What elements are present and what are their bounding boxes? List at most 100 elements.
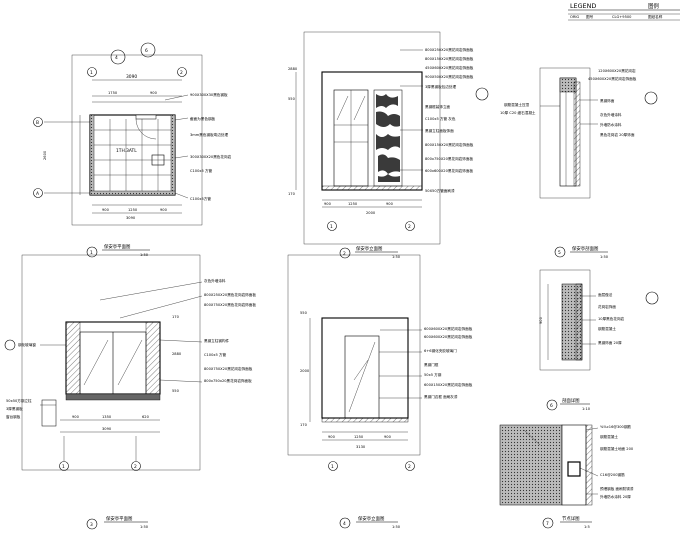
svg-text:3厚黑钢板包边处理: 3厚黑钢板包边处理 — [425, 84, 456, 89]
svg-text:C16@200钢筋: C16@200钢筋 — [600, 472, 625, 477]
notes-view-5: 120X600X20黑花岗岩 450X600X20黑花岗岩饰面板 钢筋混凝土压顶… — [500, 68, 637, 137]
svg-text:黑钢门边框 面刷灰漆: 黑钢门边框 面刷灰漆 — [424, 394, 458, 399]
svg-text:900: 900 — [324, 202, 332, 206]
svg-text:5: 5 — [558, 250, 561, 256]
legend-cell: CLG+9500 — [612, 15, 632, 19]
view-1-title: 保安亭平面图 — [104, 243, 131, 250]
svg-text:900: 900 — [102, 208, 110, 212]
svg-text:A: A — [36, 191, 39, 197]
svg-text:钢筋混凝土: 钢筋混凝土 — [600, 434, 618, 439]
svg-text:黑钢饰面 20厚: 黑钢饰面 20厚 — [598, 340, 622, 345]
svg-text:900: 900 — [160, 208, 168, 212]
legend-cell: 图号 — [586, 14, 594, 19]
view-3-title: 保安亭平面图 — [106, 515, 133, 522]
view-2-title: 保安亭立面图 — [356, 245, 383, 252]
svg-text:灰色外墙涂料: 灰色外墙涂料 — [204, 278, 226, 283]
svg-text:3mm黑色钢板弯边处理: 3mm黑色钢板弯边处理 — [190, 132, 228, 137]
view-4-elevation: 550 2000 170 900 1250 900 3130 1 2 600X6… — [287, 254, 473, 529]
view-5-title: 保安亭剖面图 — [572, 245, 599, 252]
svg-text:1250: 1250 — [348, 202, 358, 206]
svg-text:花岗岩饰面: 花岗岩饰面 — [598, 304, 616, 309]
svg-text:50x5 方钢: 50x5 方钢 — [424, 372, 442, 377]
svg-text:C100x5 方管: C100x5 方管 — [190, 168, 213, 173]
svg-text:2600: 2600 — [43, 150, 47, 160]
svg-text:170: 170 — [172, 315, 180, 319]
svg-text:10厚黑色花岗岩: 10厚黑色花岗岩 — [598, 316, 625, 321]
legend-cell: 图纸名称 — [648, 14, 663, 19]
view-3-plan: 900 1350 620 3090 1 2 钢化玻璃窗 50x50方钢立柱 3厚… — [4, 254, 256, 530]
notes-view-3: 灰色外墙涂料 800X250X20黑色花岗岩饰面板 800X750X20黑色花岗… — [99, 278, 256, 383]
notes-view-6: 面层做法 花岗岩饰面 10厚黑色花岗岩 钢筋混凝土 黑钢饰面 20厚 — [582, 292, 625, 345]
view-7-title: 节点详图 — [562, 515, 580, 522]
svg-text:600X150X20黑花岗岩饰面板: 600X150X20黑花岗岩饰面板 — [424, 382, 473, 387]
svg-text:800X250X20黑色花岗岩饰面板: 800X250X20黑色花岗岩饰面板 — [204, 292, 256, 297]
svg-text:900: 900 — [150, 91, 158, 95]
svg-text:600X600X20黑花岗岩饰面板: 600X600X20黑花岗岩饰面板 — [424, 334, 473, 339]
notes-view-1: 900X300X30黑色钢板 截面为黑色钢板 3mm黑色钢板弯边处理 300X3… — [164, 92, 232, 201]
svg-text:3090: 3090 — [126, 216, 136, 220]
view-6-title: 剖面详图 — [562, 397, 580, 404]
svg-text:截面为黑色钢板: 截面为黑色钢板 — [190, 116, 216, 121]
svg-text:C100x5 方管: C100x5 方管 — [204, 352, 227, 357]
legend-title: LEGEND — [570, 2, 596, 10]
legend-subtitle: 图例 — [648, 2, 659, 10]
svg-text:2: 2 — [180, 70, 183, 76]
svg-text:120X600X20黑花岗岩: 120X600X20黑花岗岩 — [598, 68, 636, 73]
svg-text:1250: 1250 — [354, 435, 364, 439]
svg-text:C100x5 方管 灰色: C100x5 方管 灰色 — [425, 116, 456, 121]
svg-text:C100x5方管: C100x5方管 — [190, 196, 211, 201]
svg-text:6: 6 — [145, 48, 148, 54]
notes-view-7: %%c16@300钢筋 钢筋混凝土 钢筋混凝土地面 200 C16@200钢筋 … — [579, 424, 634, 499]
svg-text:1350: 1350 — [102, 415, 112, 419]
svg-text:预埋钢板 面刷防锈漆: 预埋钢板 面刷防锈漆 — [600, 486, 634, 491]
view-1-plan: 4 6 3090 1750 900 1 2 1TH.3ATL B A 2600 … — [33, 42, 232, 258]
svg-text:550: 550 — [300, 311, 308, 315]
view-7-detail: %%c16@300钢筋 钢筋混凝土 钢筋混凝土地面 200 C16@200钢筋 … — [499, 424, 634, 529]
svg-text:550: 550 — [288, 97, 296, 101]
notes-view-4: 600X600X20黑花岗岩饰面板 600X600X20黑花岗岩饰面板 6+6钢… — [379, 326, 473, 399]
svg-text:2880: 2880 — [288, 67, 298, 71]
svg-text:800X150X20黑花岗岩饰面板: 800X150X20黑花岗岩饰面板 — [425, 56, 474, 61]
svg-text:外墙防水涂料: 外墙防水涂料 — [600, 122, 622, 127]
svg-text:1: 1 — [90, 70, 93, 76]
svg-text:黑钢立柱钢构件: 黑钢立柱钢构件 — [204, 338, 230, 343]
svg-text:1:50: 1:50 — [600, 255, 609, 259]
svg-text:1: 1 — [331, 464, 334, 470]
svg-text:6: 6 — [550, 403, 553, 409]
svg-text:1:10: 1:10 — [582, 407, 591, 411]
svg-text:1750: 1750 — [108, 91, 118, 95]
svg-text:10厚 C20 细石混凝土: 10厚 C20 细石混凝土 — [500, 110, 536, 115]
svg-text:3090: 3090 — [126, 74, 137, 80]
svg-text:1250: 1250 — [128, 208, 138, 212]
svg-text:2: 2 — [134, 464, 137, 470]
svg-text:1:50: 1:50 — [392, 255, 401, 259]
svg-text:900: 900 — [72, 415, 80, 419]
svg-text:1:5: 1:5 — [584, 525, 590, 529]
svg-text:620: 620 — [142, 415, 150, 419]
svg-text:600X600X20黑花岗岩饰面板: 600X600X20黑花岗岩饰面板 — [424, 326, 473, 331]
svg-text:灰色外墙涂料: 灰色外墙涂料 — [600, 112, 622, 117]
svg-text:4: 4 — [343, 521, 346, 527]
svg-text:2: 2 — [408, 464, 411, 470]
svg-text:钢筋混凝土地面 200: 钢筋混凝土地面 200 — [600, 446, 634, 451]
svg-text:450X600X20黑花岗岩饰面板: 450X600X20黑花岗岩饰面板 — [588, 76, 637, 81]
svg-text:900: 900 — [328, 435, 336, 439]
svg-text:B: B — [36, 120, 39, 126]
svg-text:黑钢框装饰立面: 黑钢框装饰立面 — [425, 104, 451, 109]
svg-text:900X500X20黑花岗岩饰面板: 900X500X20黑花岗岩饰面板 — [425, 74, 474, 79]
svg-text:钢筋混凝土: 钢筋混凝土 — [598, 326, 616, 331]
view-4-title: 保安亭立面图 — [358, 515, 385, 522]
svg-text:2: 2 — [408, 224, 411, 230]
svg-text:钢筋混凝土压顶: 钢筋混凝土压顶 — [504, 102, 530, 107]
svg-text:钢化玻璃窗: 钢化玻璃窗 — [18, 342, 36, 347]
svg-text:800x750x20黑花岗岩饰面板: 800x750x20黑花岗岩饰面板 — [204, 378, 252, 383]
svg-text:3130: 3130 — [356, 445, 366, 449]
svg-text:300X300X20黑色花岗岩: 300X300X20黑色花岗岩 — [190, 154, 232, 159]
svg-text:800X750X20黑色花岗岩饰面板: 800X750X20黑色花岗岩饰面板 — [204, 302, 256, 307]
svg-text:2000: 2000 — [300, 369, 310, 373]
view-6-detail: 900 面层做法 花岗岩饰面 10厚黑色花岗岩 钢筋混凝土 黑钢饰面 20厚 6… — [539, 269, 659, 411]
svg-text:800X250X20黑花岗岩饰面板: 800X250X20黑花岗岩饰面板 — [425, 47, 474, 52]
svg-text:600x600X20黑花岗岩饰面板: 600x600X20黑花岗岩饰面板 — [425, 168, 473, 173]
svg-text:黑钢门框: 黑钢门框 — [424, 362, 439, 367]
